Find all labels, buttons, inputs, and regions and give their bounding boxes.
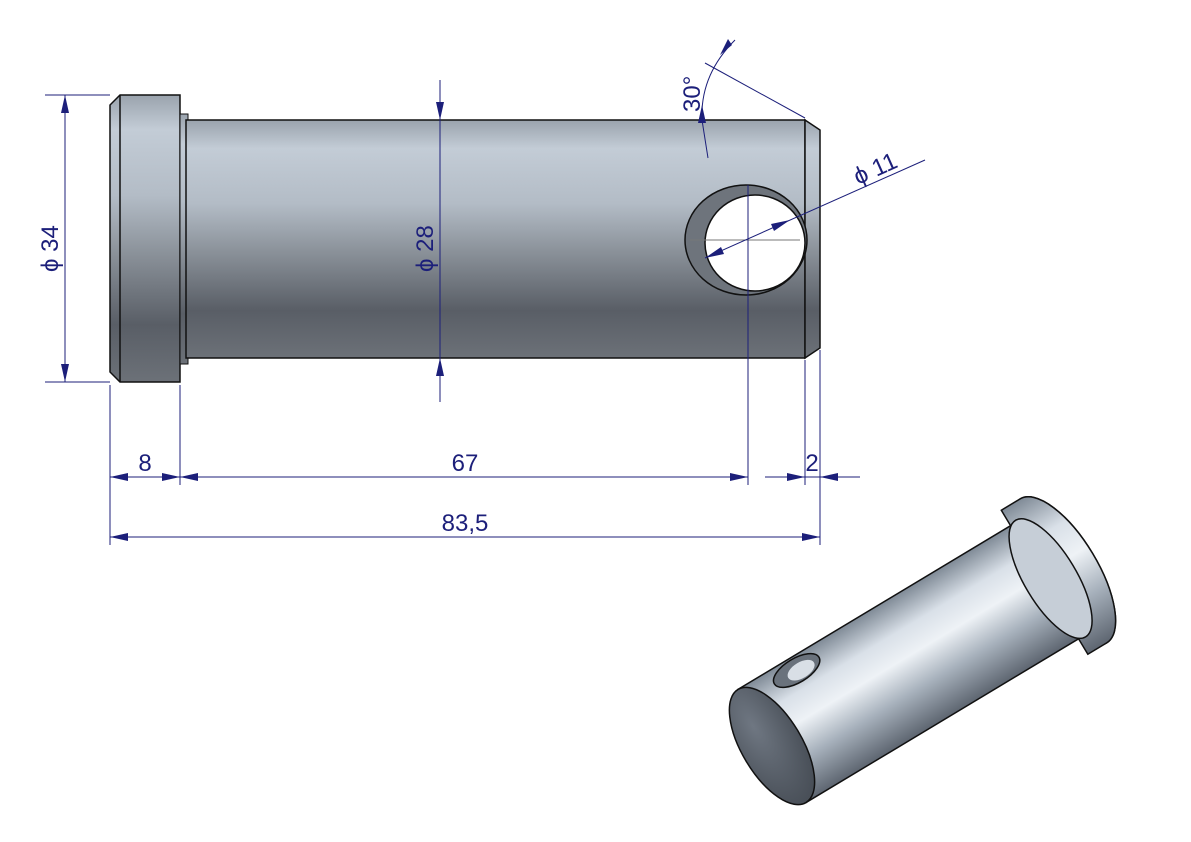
- iso-end-face: [728, 686, 816, 806]
- dim-hole-diameter: ϕ 11: [849, 147, 901, 190]
- dim-body-diameter: ϕ 28: [412, 225, 439, 272]
- dim-chamfer-length: 2: [805, 450, 818, 477]
- pin-front-view: [109, 94, 821, 383]
- dimensions: ϕ 34 ϕ 28 30° ϕ 11 8 67 2 83,5: [37, 39, 926, 545]
- dim-flange-length: 8: [138, 450, 151, 477]
- dim-flange-diameter: ϕ 34: [37, 225, 64, 272]
- dim-chamfer-angle: 30°: [679, 76, 706, 112]
- pin-isometric-view: [728, 496, 1117, 806]
- cross-hole-inner: [704, 194, 806, 292]
- dim-hole-position: 67: [452, 450, 479, 477]
- dim-total-length: 83,5: [442, 510, 489, 537]
- chamfer-end: [804, 118, 821, 360]
